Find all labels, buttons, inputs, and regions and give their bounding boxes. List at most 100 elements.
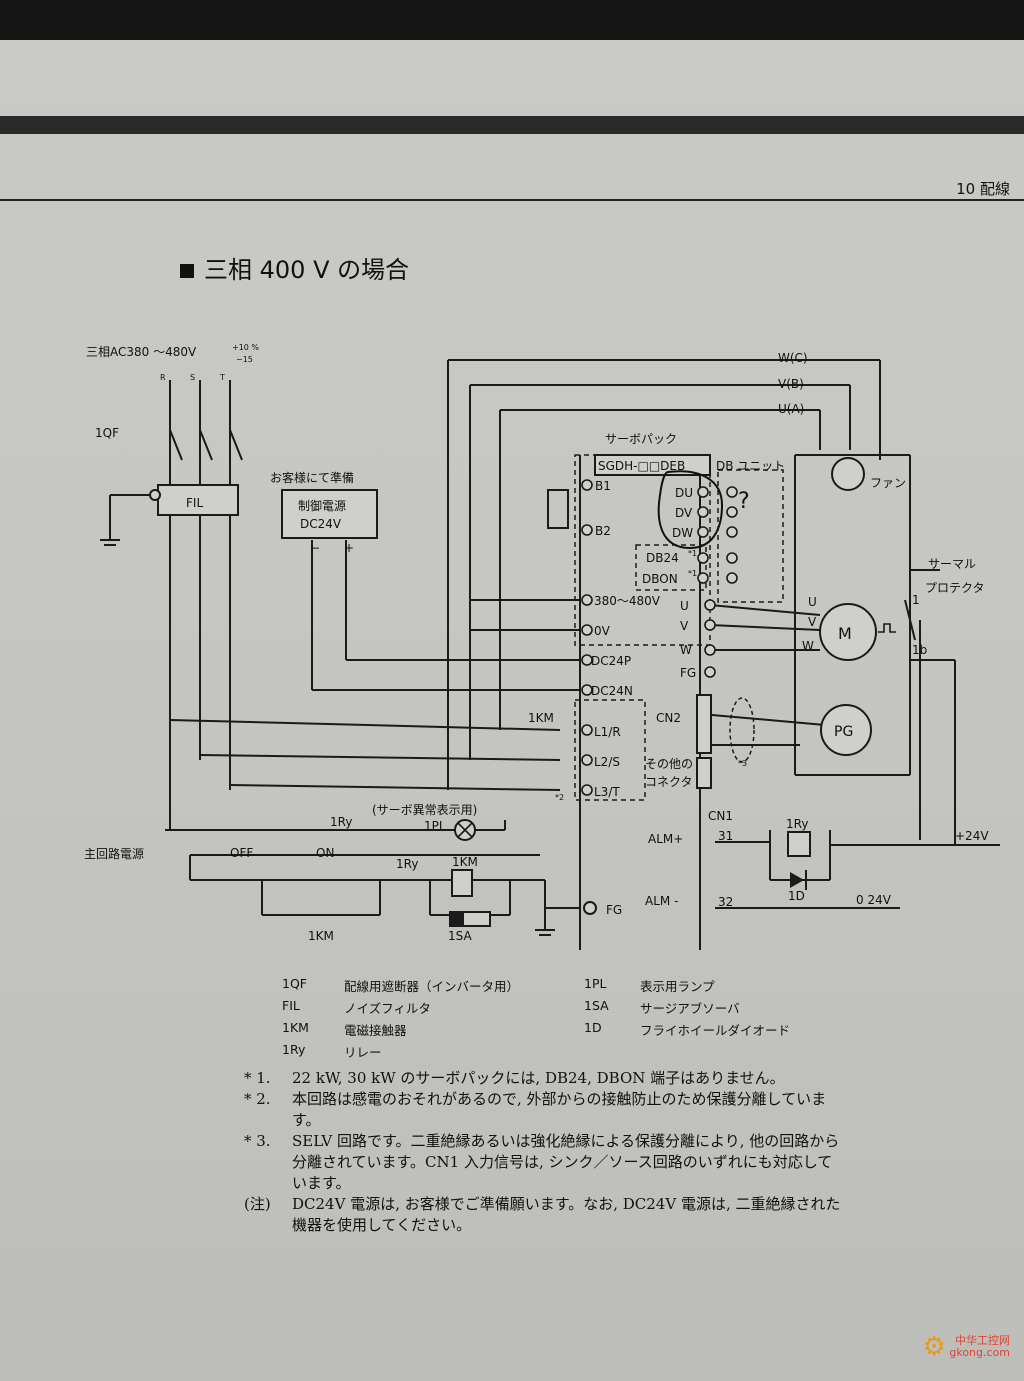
supply-tolerance-minus: −15	[236, 355, 253, 364]
footnote: * 1.22 kW, 30 kW のサーボパックには, DB24, DBON 端…	[244, 1068, 844, 1089]
footnote: * 3. SELV 回路です。二重絶縁あるいは強化絶縁による保護分離により, 他の…	[244, 1131, 844, 1194]
breaker-contact-s	[199, 429, 213, 461]
motor-label: M	[838, 624, 852, 643]
supply-tolerance-plus: +10 %	[232, 343, 259, 352]
thermal-label-1: サーマル	[928, 557, 976, 571]
breaker-contact-r	[169, 429, 183, 461]
km-coil	[451, 869, 473, 897]
footnote-mark: * 1.	[244, 1069, 271, 1087]
chapter-label: 10 配線	[956, 180, 1010, 198]
thermal-contact	[904, 599, 916, 641]
handwritten-circle	[657, 470, 724, 550]
terminal-l2-label: L2/S	[594, 755, 620, 769]
breaker-label: 1QF	[95, 426, 119, 440]
ctrl-plus-label: +	[344, 541, 354, 555]
km-aux-contact-label: 1KM	[308, 929, 334, 943]
terminal-fg-bottom-label: FG	[606, 903, 622, 917]
db-unit-frame	[717, 469, 784, 603]
terminal-b1-label: B1	[595, 479, 611, 493]
thermal-label-2: プロテクタ	[925, 581, 985, 595]
square-bullet-icon	[180, 264, 194, 278]
note3-mark: *3	[738, 759, 747, 768]
db-terminal-frame	[635, 544, 707, 591]
supply-label: 三相AC380 〜480V	[86, 345, 197, 359]
wire-u-label: U(A)	[778, 402, 804, 416]
control-power-box	[281, 489, 378, 539]
regen-resistor	[547, 489, 569, 529]
other-connector-label-2: コネクタ	[645, 775, 693, 789]
terminal-0v-label: 0V	[594, 624, 611, 638]
model-box	[594, 454, 711, 476]
relay-coil	[787, 831, 811, 857]
ry-coil-label: 1Ry	[786, 817, 808, 831]
surge-absorber-band	[450, 912, 464, 926]
pl-note-label: (サーボ異常表示用)	[372, 803, 477, 817]
terminal-u-label: U	[680, 599, 689, 613]
servopack-label: サーボパック	[605, 432, 677, 446]
legend-code: 1SA	[584, 998, 609, 1013]
section-title-text: 三相 400 V の場合	[204, 256, 410, 284]
km-main-contact-label: 1KM	[528, 711, 554, 725]
fan-circle	[831, 457, 865, 491]
breaker-contact-t	[229, 429, 243, 461]
watermark-line1: 中华工控网	[955, 1334, 1010, 1347]
terminal-b2-label: B2	[595, 524, 611, 538]
zero24v-label: 0 24V	[856, 893, 892, 907]
legend-code: 1PL	[584, 976, 607, 991]
thermal-sensor-icon	[878, 623, 896, 633]
gear-icon: ⚙	[922, 1332, 946, 1362]
terminal-dc24p-label: DC24P	[591, 654, 631, 668]
terminal-dv-label: DV	[675, 506, 693, 520]
shield-ellipse	[729, 697, 755, 763]
note1-mark-a: *1	[688, 549, 697, 558]
footnote-mark: * 3.	[244, 1132, 271, 1150]
terminal-du-label: DU	[675, 486, 693, 500]
ry-contact-label-2: 1Ry	[396, 857, 418, 871]
terminal-v-label: V	[680, 619, 689, 633]
terminal-dc24n-label: DC24N	[591, 684, 633, 698]
footnote-text: SELV 回路です。二重絶縁あるいは強化絶縁による保護分離により, 他の回路から…	[292, 1132, 840, 1192]
legend-desc: 配線用遮断器（インバータ用）	[344, 979, 520, 994]
section-title: 三相 400 V の場合	[180, 250, 409, 285]
cn1-label: CN1	[708, 809, 733, 823]
footnote-mark: (注)	[244, 1195, 271, 1213]
legend-code: 1QF	[282, 976, 307, 991]
on-label: ON	[316, 846, 334, 860]
footnote-text: DC24V 電源は, お客様でご準備願います。なお, DC24V 電源は, 二重…	[292, 1195, 841, 1234]
phase-label-t: T	[219, 373, 225, 382]
other-connector-label-1: その他の	[645, 757, 693, 771]
ctrl-power-label-2: DC24V	[300, 517, 342, 531]
off-label: OFF	[230, 846, 253, 860]
motor-u-label: U	[808, 595, 817, 609]
page-top-band	[0, 116, 1024, 134]
legend-desc: ノイズフィルタ	[344, 1001, 431, 1016]
legend-desc: リレー	[344, 1045, 382, 1060]
pl-label: 1PL	[424, 819, 446, 833]
legend-desc: サージアブソーバ	[640, 1001, 740, 1016]
terminal-ac-label: 380〜480V	[594, 594, 661, 608]
watermark: ⚙ 中华工控网 gkong.com	[922, 1332, 1010, 1362]
motor-circle	[819, 603, 877, 661]
encoder-label: PG	[834, 724, 853, 740]
footnote-mark: * 2.	[244, 1090, 271, 1108]
plus24v-label: +24V	[955, 829, 989, 843]
customer-note-label: お客様にて準備	[270, 470, 354, 485]
filter-box	[157, 484, 239, 516]
encoder-circle	[820, 704, 872, 756]
fan-label: ファン	[870, 476, 906, 490]
alm-minus-label: ALM -	[645, 894, 678, 908]
alm-plus-label: ALM+	[648, 832, 683, 846]
cn2-label: CN2	[656, 711, 681, 725]
phase-label-s: S	[190, 373, 195, 382]
terminal-circles	[581, 479, 738, 796]
diagram-labels: 三相AC380 〜480V +10 % −15 R S T 1QF FIL お客…	[84, 343, 989, 943]
legend-code: FIL	[282, 998, 300, 1013]
thermal-terminal-1b: 1b	[912, 643, 927, 657]
component-legend: 1QF 配線用遮断器（インバータ用） 1PL 表示用ランプ FIL ノイズフィル…	[282, 976, 860, 1061]
legend-desc: 電磁接触器	[344, 1023, 407, 1038]
pin32-label: 32	[718, 895, 733, 909]
phase-label-r: R	[160, 373, 166, 382]
handwritten-question: ?	[738, 489, 750, 514]
terminal-db24-label: DB24	[646, 551, 679, 565]
terminal-fg-label: FG	[680, 666, 696, 680]
